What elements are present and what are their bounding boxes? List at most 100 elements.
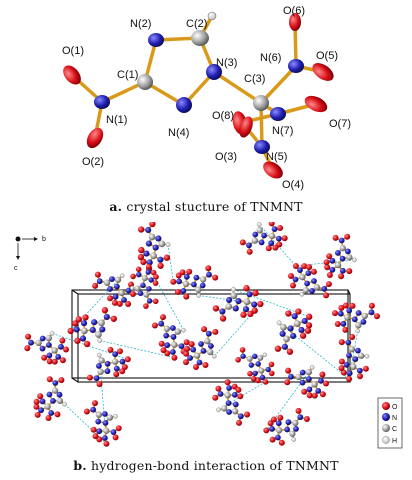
nitrogen-atom [284, 426, 291, 433]
carbon-atom [148, 233, 156, 241]
molecule-bonds [26, 222, 378, 445]
nitrogen-atom [252, 353, 258, 360]
nitrogen-atom [343, 361, 350, 368]
oxygen-atom [255, 377, 261, 384]
oxygen-atom [306, 392, 313, 399]
atom-n1 [94, 95, 110, 109]
carbon-atom [289, 430, 296, 437]
axis-c-arrow [16, 256, 20, 260]
nitrogen-atom [90, 406, 97, 413]
atom-o2 [86, 127, 104, 149]
oxygen-atom [246, 248, 253, 255]
nitrogen-atom [217, 390, 224, 397]
carbon-atom [283, 335, 290, 343]
oxygen-atom [37, 393, 44, 400]
carbon-atom [302, 287, 310, 294]
carbon-atom [98, 357, 105, 364]
oxygen-atom [325, 281, 332, 288]
oxygen-atom [82, 314, 89, 321]
carbon-atom [251, 237, 259, 244]
carbon-atom [221, 405, 228, 412]
carbon-atom [280, 323, 287, 331]
oxygen-atom [137, 253, 145, 261]
atom-label: N(3) [216, 57, 237, 69]
nitrogen-atom [360, 318, 367, 325]
oxygen-atom [160, 347, 167, 354]
oxygen-atom [278, 439, 285, 446]
nitrogen-atom [190, 281, 197, 288]
oxygen-atom [215, 385, 222, 392]
nitrogen-atom [351, 316, 358, 323]
oxygen-atom [138, 246, 145, 254]
atom-label: O(4) [282, 179, 304, 191]
oxygen-atom [288, 273, 294, 279]
oxygen-atom [130, 273, 136, 280]
carbon-atom [258, 367, 265, 374]
nitrogen-atom [291, 313, 298, 320]
atom-label: N(6) [260, 52, 281, 64]
oxygen-atom [184, 345, 191, 352]
hydrogen-atom [196, 293, 202, 298]
nitrogen-atom [232, 401, 239, 408]
nitrogen-atom [356, 367, 363, 374]
carbon-atom [174, 328, 181, 335]
oxygen-atom [158, 340, 165, 347]
nitrogen-atom [176, 278, 183, 285]
oxygen-atom [268, 222, 275, 227]
nitrogen-atom [178, 343, 185, 350]
nitrogen-atom [52, 380, 59, 386]
nitrogen-atom [305, 376, 312, 382]
atom-c3 [253, 95, 269, 111]
oxygen-atom [160, 314, 166, 321]
hydrogen-bond-line [64, 403, 107, 444]
oxygen-atom [243, 285, 250, 292]
hydrogen-atom [113, 413, 118, 419]
oxygen-atom [33, 403, 40, 410]
oxygen-atom [92, 433, 99, 440]
oxygen-atom [270, 416, 277, 423]
nitrogen-atom [232, 305, 239, 312]
oxygen-atom [170, 278, 177, 285]
nitrogen-atom [355, 310, 362, 316]
carbon-atom [98, 319, 105, 327]
oxygen-atom [150, 269, 157, 276]
oxygen-atom [251, 307, 258, 314]
caption-b: b. hydrogen-bond interaction of TNMNT [0, 458, 412, 473]
oxygen-atom [349, 334, 356, 340]
nitrogen-atom [207, 343, 214, 349]
hydrogen-atom [181, 327, 186, 333]
legend-label: C [392, 426, 397, 433]
hydrogen-atom [256, 222, 262, 227]
oxygen-atom [113, 371, 120, 378]
oxygen-atom [119, 368, 126, 375]
oxygen-atom [286, 348, 294, 355]
oxygen-atom [72, 320, 79, 327]
atom-label: N(7) [272, 125, 293, 137]
nitrogen-atom [101, 435, 108, 441]
atom-o1 [63, 65, 81, 85]
legend-hydrogen-swatch [382, 436, 390, 444]
oxygen-atom [92, 400, 98, 407]
oxygen-atom [277, 225, 284, 231]
carbon-atom [35, 339, 42, 347]
carbon-atom [355, 322, 362, 329]
nitrogen-atom [340, 320, 347, 327]
hydrogen-atom [129, 285, 135, 291]
carbon-atom [231, 408, 239, 415]
nitrogen-atom [306, 386, 313, 393]
oxygen-atom [202, 362, 209, 368]
hydrogen-atom [291, 437, 297, 442]
oxygen-atom [236, 419, 242, 426]
atom-o3 [239, 116, 253, 138]
hydrogen-atom [119, 273, 125, 279]
unit-cell-front [71, 289, 349, 379]
atom-labels: N(2) C(2) O(6) O(1) N(6) O(5) C(1) N(3) … [62, 5, 351, 191]
carbon-atom [257, 354, 264, 361]
oxygen-atom [212, 305, 220, 312]
carbon-atom [224, 392, 231, 399]
nitrogen-atom [259, 374, 266, 381]
atom-label: C(3) [244, 73, 265, 85]
carbon-atom [292, 419, 299, 427]
oxygen-atom [338, 273, 345, 280]
carbon-atom [243, 298, 251, 306]
